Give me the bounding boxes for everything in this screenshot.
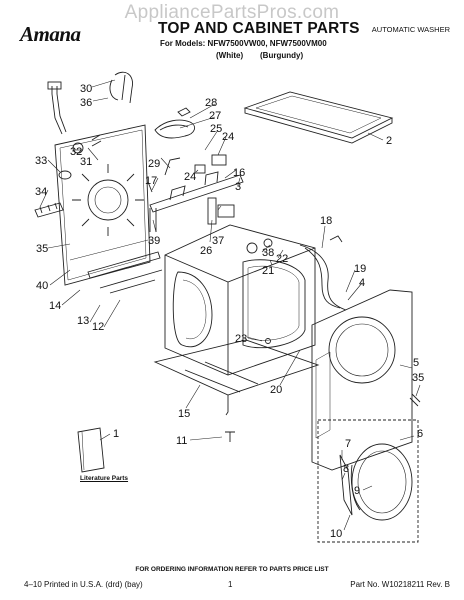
top-panel <box>243 91 394 144</box>
callout-11: 11 <box>176 435 187 447</box>
callout-10: 10 <box>330 528 342 540</box>
literature-parts <box>77 427 105 473</box>
part-number: Part No. W10218211 Rev. B <box>350 580 450 589</box>
callout-6: 6 <box>417 428 423 440</box>
hose-parts <box>34 71 133 218</box>
callout-40: 40 <box>36 280 48 292</box>
callout-21: 21 <box>262 265 274 277</box>
ordering-info: FOR ORDERING INFORMATION REFER TO PARTS … <box>135 566 329 573</box>
cabinet-frame <box>164 224 316 376</box>
callout-16: 16 <box>233 167 245 179</box>
callout-29: 29 <box>148 158 160 170</box>
callout-1: 1 <box>113 428 119 440</box>
callout-20: 20 <box>270 384 282 396</box>
callout-33: 33 <box>35 155 47 167</box>
page-number: 1 <box>228 580 233 589</box>
literature-parts-label: Literature Parts <box>80 475 129 482</box>
side-rails <box>87 251 163 294</box>
callout-4: 4 <box>359 277 365 289</box>
callout-35-left: 35 <box>36 243 48 255</box>
back-panel <box>54 124 151 286</box>
callout-34: 34 <box>35 186 47 198</box>
callout-9: 9 <box>354 485 360 497</box>
callout-30: 30 <box>80 83 92 95</box>
callout-28: 28 <box>205 97 217 109</box>
wiring <box>299 235 347 311</box>
callout-39: 39 <box>148 235 160 247</box>
callout-36: 36 <box>80 97 92 109</box>
valve-parts <box>147 181 235 232</box>
callout-37: 37 <box>212 235 224 247</box>
callout-17: 17 <box>145 175 157 187</box>
door-assembly <box>317 419 419 543</box>
callout-2: 2 <box>386 135 392 147</box>
callout-3: 3 <box>235 181 241 193</box>
callout-22: 22 <box>276 253 288 265</box>
callout-18: 18 <box>320 215 332 227</box>
callout-15: 15 <box>178 408 190 420</box>
watermark: AppliancePartsPros.com <box>124 2 340 23</box>
appliance-type: AUTOMATIC WASHER <box>371 25 450 34</box>
print-info: 4–10 Printed in U.S.A. (drd) (bay) <box>24 580 143 589</box>
callout-26: 26 <box>200 245 212 257</box>
fasteners <box>225 338 421 442</box>
callout-27: 27 <box>209 110 221 122</box>
callout-8: 8 <box>343 463 349 475</box>
color-burgundy: (Burgundy) <box>260 51 304 60</box>
color-white: (White) <box>216 51 244 60</box>
base-frame <box>153 339 320 416</box>
callout-12: 12 <box>92 321 104 333</box>
front-panel <box>311 289 413 471</box>
callout-32: 32 <box>70 146 82 158</box>
callout-13: 13 <box>77 315 89 327</box>
brand-logo: Amana <box>20 22 81 46</box>
callout-24-top: 24 <box>222 131 234 143</box>
callout-38: 38 <box>262 247 274 259</box>
callout-14: 14 <box>49 300 61 312</box>
wire-harness <box>154 107 196 139</box>
callout-23: 23 <box>235 333 247 345</box>
callout-5: 5 <box>413 357 419 369</box>
callout-24-mid: 24 <box>184 171 196 183</box>
callout-25: 25 <box>210 123 222 135</box>
callout-31: 31 <box>80 156 92 168</box>
model-numbers: For Models: NFW7500VW00, NFW7500VM00 <box>160 39 327 48</box>
callout-7: 7 <box>345 438 351 450</box>
callout-35-right: 35 <box>412 372 424 384</box>
callout-19: 19 <box>354 263 366 275</box>
page-title: TOP AND CABINET PARTS <box>158 20 360 37</box>
console-bracket <box>149 154 244 213</box>
